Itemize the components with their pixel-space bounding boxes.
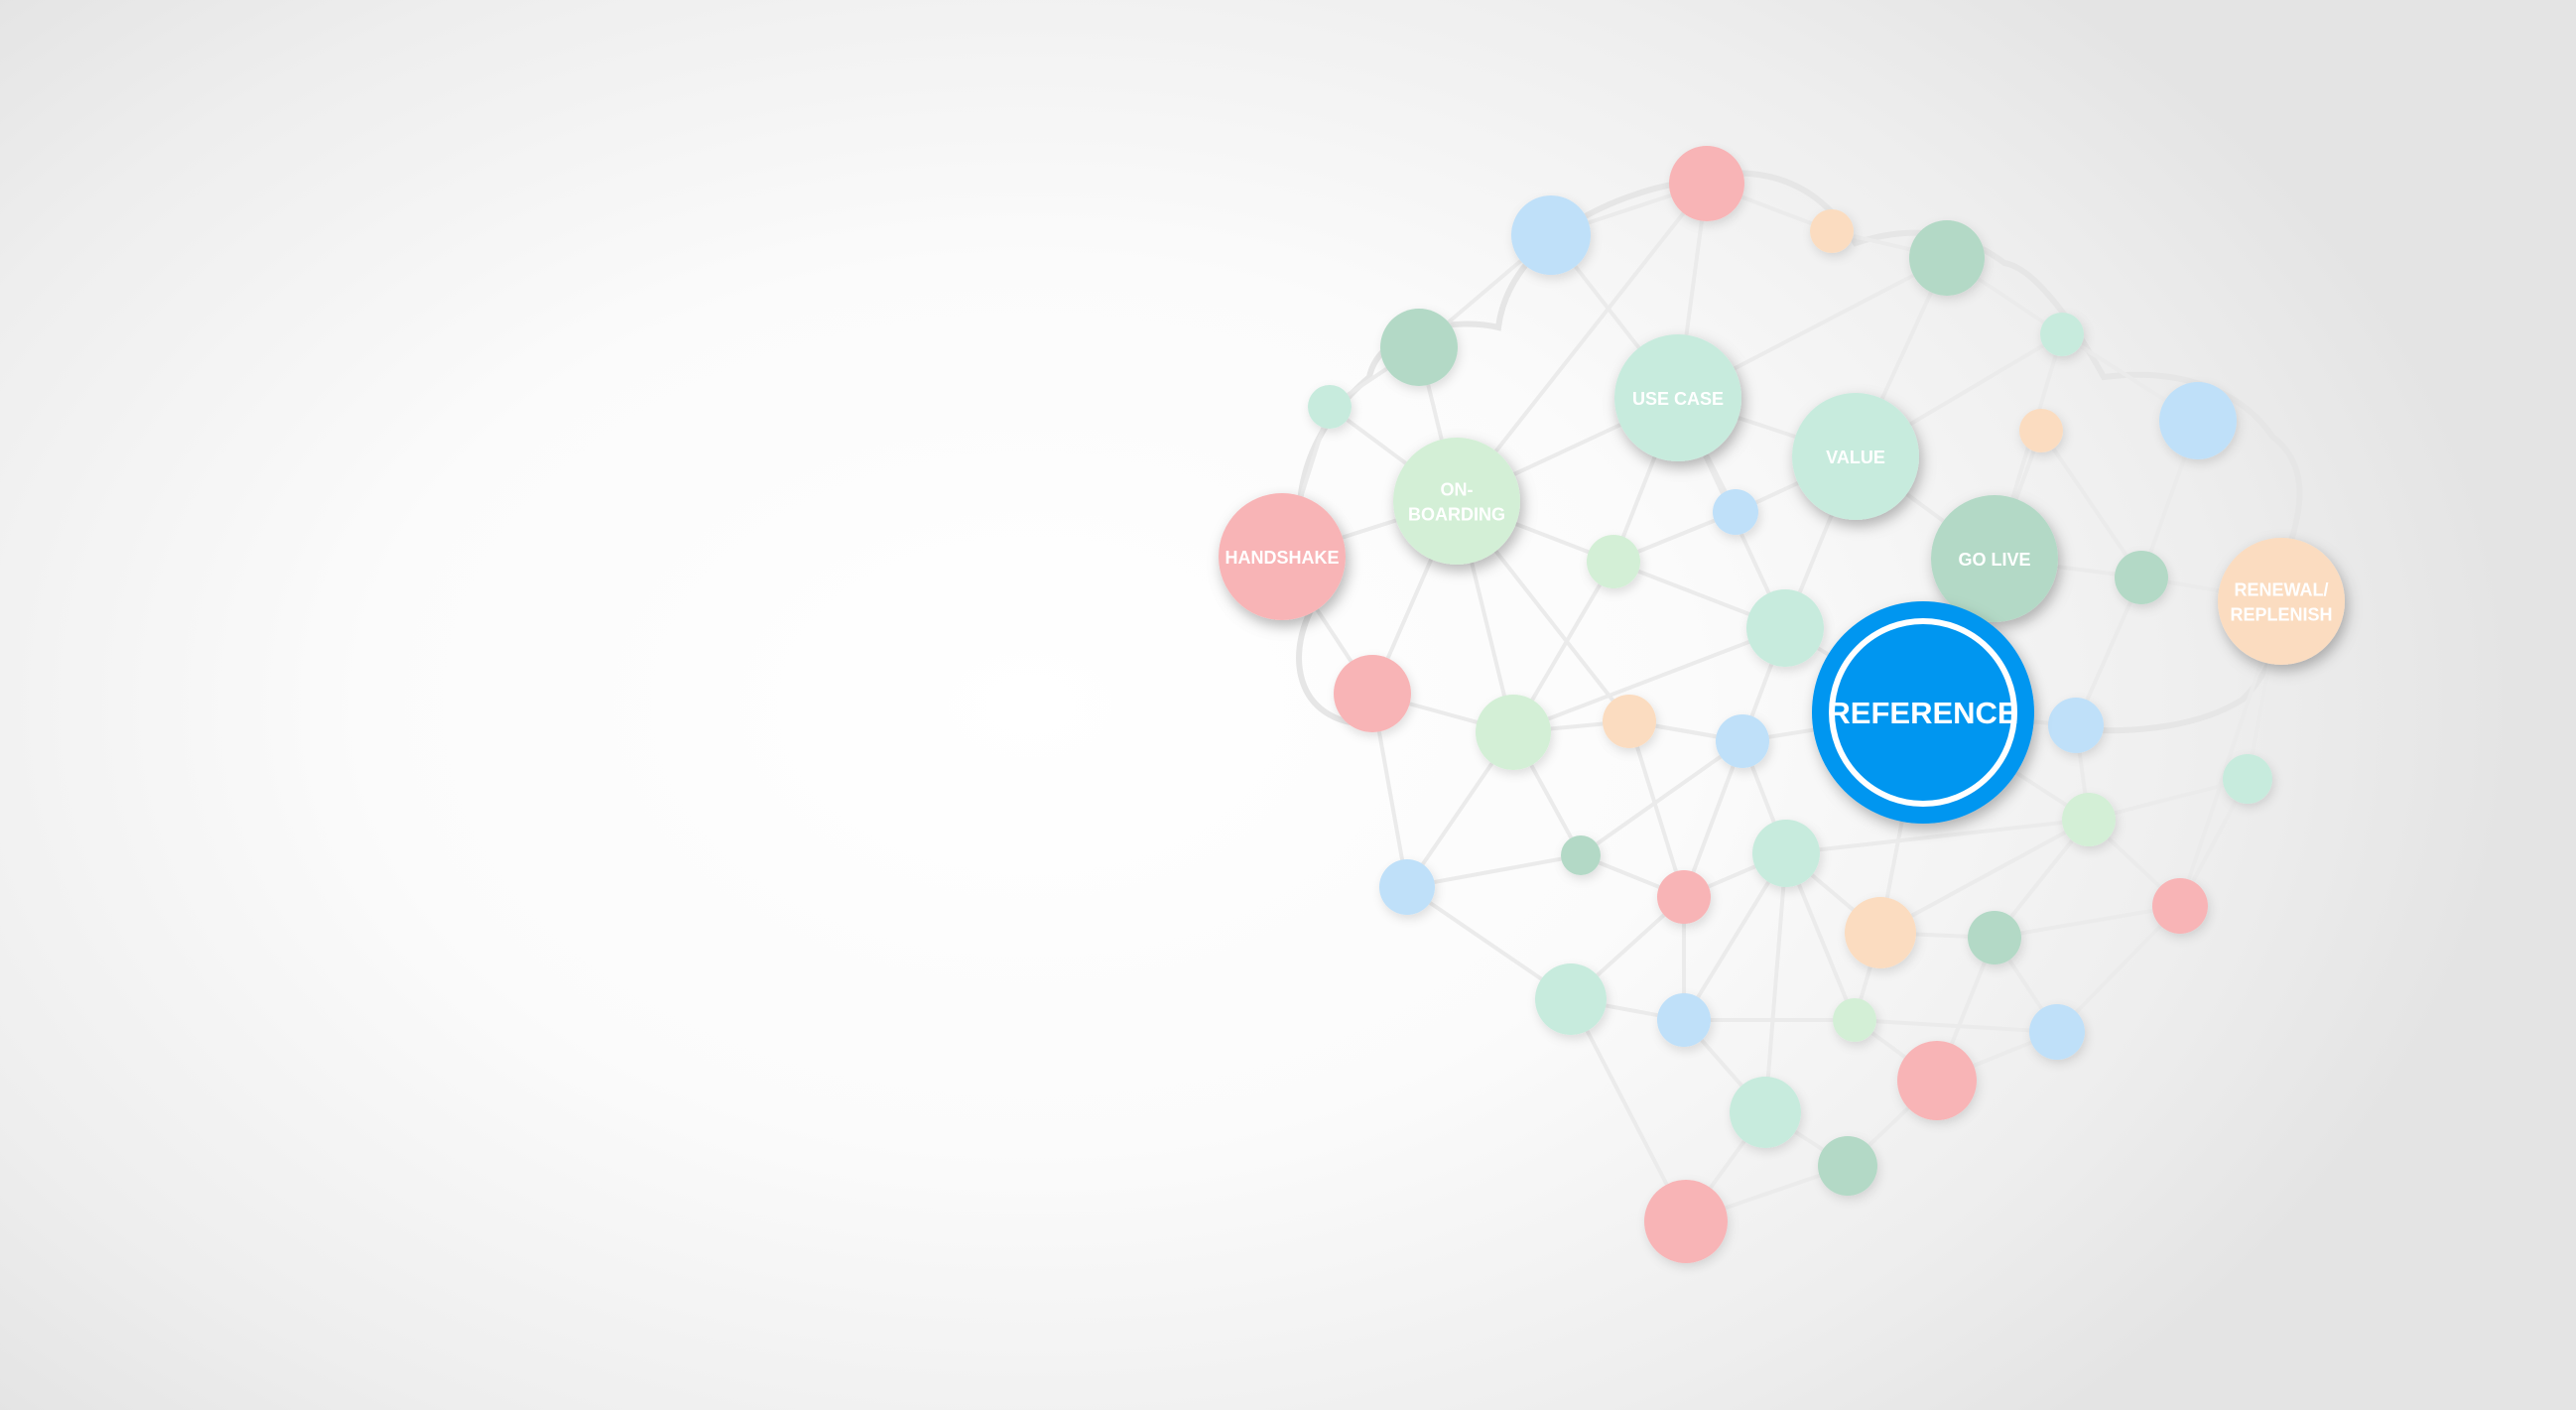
stage-node-go-live[interactable]: GO LIVE xyxy=(1931,495,2058,622)
connection-line xyxy=(1406,853,1582,889)
stage-label: ON- xyxy=(1441,480,1474,500)
stage-label: BOARDING xyxy=(1408,505,1505,525)
network-node xyxy=(2159,382,2237,459)
network-node xyxy=(1657,993,1711,1047)
network-node xyxy=(1657,870,1711,924)
network-node xyxy=(1968,911,2021,964)
network-node xyxy=(1380,309,1458,386)
reference-ring xyxy=(1829,618,2017,807)
network-node xyxy=(1587,535,1640,588)
network-node xyxy=(1746,589,1824,667)
network-node xyxy=(1730,1077,1801,1148)
stage-label: RENEWAL/ xyxy=(2234,580,2328,600)
network-node xyxy=(1334,655,1411,732)
network-node xyxy=(1713,489,1758,535)
network-node xyxy=(1603,695,1656,748)
stage-circle xyxy=(1393,438,1520,565)
network-node xyxy=(1833,998,1876,1042)
stage-label: GO LIVE xyxy=(1958,550,2030,570)
network-node xyxy=(1561,835,1601,875)
reference-label: REFERENCE xyxy=(1828,696,2017,730)
network-node xyxy=(2115,551,2168,604)
network-node xyxy=(1535,963,1607,1035)
stage-label: REPLENISH xyxy=(2230,605,2332,625)
network-node xyxy=(1379,859,1435,915)
connection-line xyxy=(1627,720,1686,898)
connection-line xyxy=(1785,818,2090,855)
network-node xyxy=(2062,793,2116,846)
network-node xyxy=(1511,195,1591,275)
connection-line xyxy=(1512,626,1786,734)
network-node xyxy=(1845,897,1916,968)
connection-line xyxy=(2055,904,2182,1034)
connection-line xyxy=(1994,904,2181,940)
stage-label: VALUE xyxy=(1826,448,1885,467)
stage-circle xyxy=(1614,334,1741,461)
network-node xyxy=(1818,1136,1877,1196)
network-node xyxy=(2048,698,2104,753)
stage-node-value[interactable]: VALUE xyxy=(1792,393,1919,520)
connection-line xyxy=(1579,739,1744,857)
stage-label: HANDSHAKE xyxy=(1224,548,1339,568)
connection-line xyxy=(2088,777,2249,822)
connection-line xyxy=(1854,1018,2058,1034)
stage-circle xyxy=(1219,493,1346,620)
network-node xyxy=(2223,754,2272,804)
stage-node-use-case[interactable]: USE CASE xyxy=(1614,334,1741,461)
network-node xyxy=(1897,1041,1977,1120)
network-node xyxy=(2029,1004,2085,1060)
stage-circle xyxy=(1792,393,1919,520)
stage-node-handshake[interactable]: HANDSHAKE xyxy=(1219,493,1346,620)
connection-line xyxy=(1763,852,1788,1113)
network-node xyxy=(1644,1180,1728,1263)
connection-line xyxy=(2039,429,2143,579)
network-node xyxy=(1308,385,1352,429)
connection-line xyxy=(1682,740,1744,898)
network-node xyxy=(1716,714,1769,768)
network-node xyxy=(1669,146,1744,221)
connection-line xyxy=(1455,182,1709,503)
stage-node-reference[interactable]: REFERENCE xyxy=(1812,601,2034,824)
stage-label: USE CASE xyxy=(1632,389,1724,409)
network-node xyxy=(1752,820,1820,887)
reference-circle xyxy=(1812,601,2034,824)
stage-node-renewal[interactable]: RENEWAL/REPLENISH xyxy=(2218,538,2345,665)
stage-layer: HANDSHAKE ON- BOARDING USE CASE VALUE GO LIVE… xyxy=(1219,334,2345,665)
network-node xyxy=(2152,878,2208,934)
connection-line xyxy=(1879,818,2090,935)
network-node xyxy=(1476,695,1551,770)
network-node xyxy=(2019,409,2063,452)
network-node xyxy=(1909,220,1985,296)
network-node xyxy=(1810,209,1854,253)
connection-line xyxy=(1569,998,1688,1222)
stage-node-onboarding[interactable]: ON- BOARDING xyxy=(1393,438,1520,565)
network-node xyxy=(2040,313,2084,356)
node-layer xyxy=(1308,146,2272,1263)
highlight-layer: REFERENCE xyxy=(1812,601,2034,824)
stage-circle xyxy=(1931,495,2058,622)
stage-circle xyxy=(2218,538,2345,665)
